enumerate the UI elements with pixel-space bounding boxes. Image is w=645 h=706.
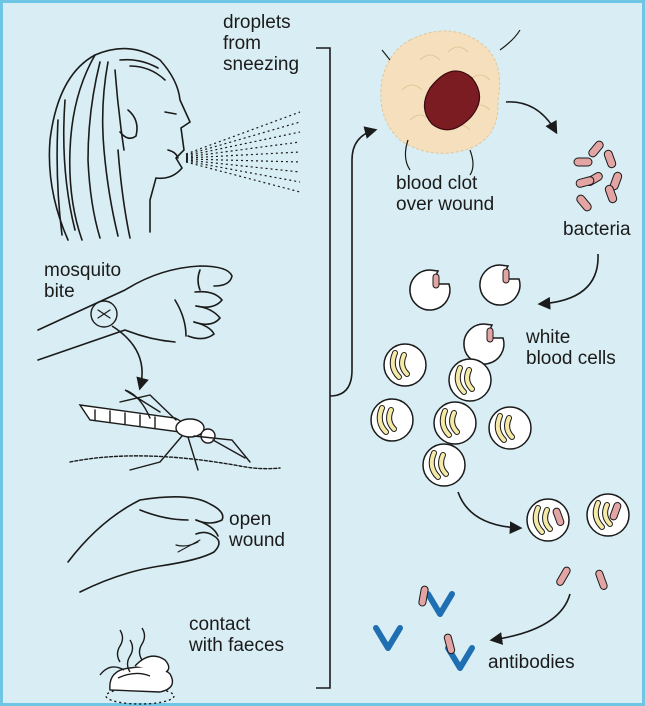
label-antibodies: antibodies xyxy=(488,652,575,673)
label-blood-clot: blood clot over wound xyxy=(396,173,494,215)
label-mosquito-bite: mosquito bite xyxy=(44,260,121,302)
label-bacteria: bacteria xyxy=(563,219,631,240)
label-faeces: contact with faeces xyxy=(189,614,284,656)
label-droplets: droplets from sneezing xyxy=(223,12,299,75)
label-white-blood-cells: white blood cells xyxy=(526,327,616,369)
label-open-wound: open wound xyxy=(229,509,285,551)
